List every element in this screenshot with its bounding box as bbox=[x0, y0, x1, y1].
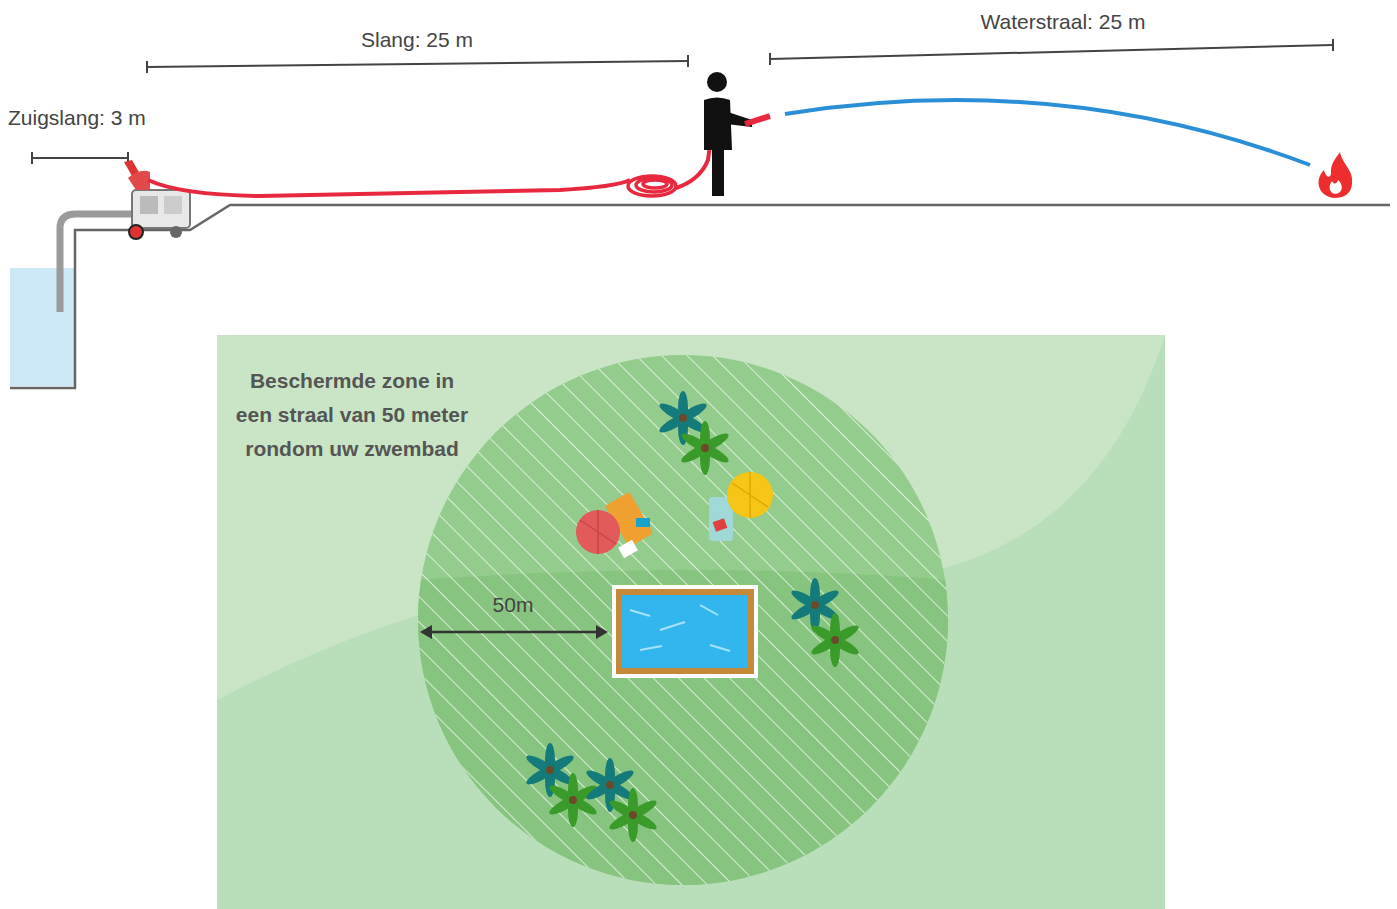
dimension-label: Zuigslang: 3 m bbox=[8, 106, 146, 130]
zone-note: Beschermde zone in een straal van 50 met… bbox=[232, 364, 472, 466]
dimension-label: Waterstraal: 25 m bbox=[981, 10, 1146, 34]
dimension-label: Slang: 25 m bbox=[361, 28, 473, 52]
dimension-label: 50m bbox=[493, 593, 534, 617]
